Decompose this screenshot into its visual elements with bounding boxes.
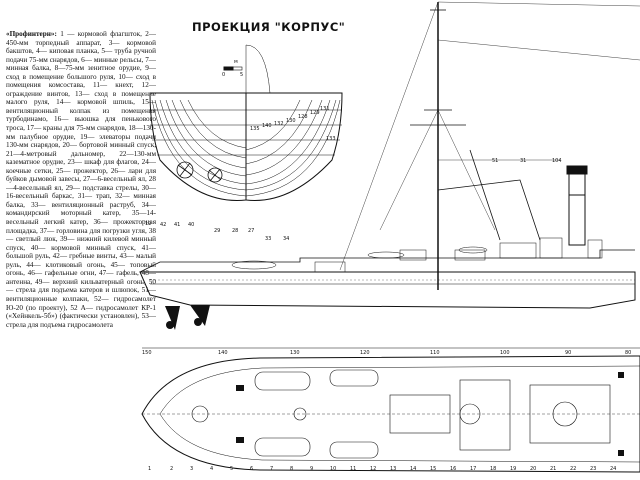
callout: 6: [250, 466, 253, 472]
frame-number: 110: [430, 350, 440, 356]
mast-callouts: 31 104 51: [492, 158, 562, 164]
callout: 17: [470, 466, 476, 472]
drawing-title: ПРОЕКЦИЯ "КОРПУС": [192, 20, 346, 34]
callout: 19: [510, 466, 516, 472]
ship-plan: [141, 355, 640, 473]
callout: 12: [370, 466, 376, 472]
frame-number: 100: [500, 350, 510, 356]
callout: 34: [283, 236, 289, 242]
profile-callouts: 12 42 41 40 29 28 27 33 34: [145, 221, 289, 242]
frame-label: 133: [326, 136, 336, 142]
frame-label: 130: [286, 118, 296, 124]
callout: 104: [552, 158, 562, 164]
body-plan: [149, 44, 343, 201]
callout: 22: [570, 466, 576, 472]
legend-panel: «Профинтерн»: 1 — кормовой флагшток, 2—4…: [6, 30, 156, 478]
callout: 1: [148, 466, 151, 472]
callout: 9: [310, 466, 313, 472]
callout: 42: [160, 222, 166, 228]
ship-profile: [139, 237, 636, 330]
frame-number: 80: [625, 350, 631, 356]
callout: 10: [330, 466, 336, 472]
frame-label: 132: [274, 121, 284, 127]
callout: 14: [410, 466, 416, 472]
scale-zero: 0: [222, 72, 225, 78]
callout: 18: [490, 466, 496, 472]
callout: 7: [270, 466, 273, 472]
callout: 3: [190, 466, 193, 472]
frame-label: 135: [250, 126, 260, 132]
callout: 29: [214, 228, 220, 234]
callout: 20: [530, 466, 536, 472]
plan-callouts: 1 2 3 4 5 6 7 8 9 10 11 12 13 14 15 16 1…: [148, 466, 616, 472]
callout: 11: [350, 466, 356, 472]
callout: 40: [188, 222, 194, 228]
funnel: [566, 165, 588, 246]
callout: 33: [265, 236, 271, 242]
callout: 31: [520, 158, 526, 164]
callout: 51: [492, 158, 498, 164]
scale-bar: [223, 66, 243, 71]
callout: 24: [610, 466, 616, 472]
frame-label: 131: [320, 106, 330, 112]
callout: 23: [590, 466, 596, 472]
frame-scale-labels: 150 140 130 120 110 100 90 80: [142, 350, 631, 356]
scale-unit: м: [234, 59, 238, 65]
legend-text: 1 — кормовой флагшток, 2—450-мм торпедны…: [6, 30, 156, 329]
frame-number: 150: [142, 350, 152, 356]
callout: 12: [145, 221, 151, 227]
callout: 27: [248, 228, 254, 234]
callout: 13: [390, 466, 396, 472]
frame-number: 140: [218, 350, 228, 356]
callout: 28: [232, 228, 238, 234]
callout: 8: [290, 466, 293, 472]
frame-label: 140: [262, 123, 272, 129]
callout: 16: [450, 466, 456, 472]
legend-heading: «Профинтерн»:: [6, 30, 57, 38]
frame-number: 90: [565, 350, 571, 356]
callout: 5: [230, 466, 233, 472]
callout: 41: [174, 222, 180, 228]
scale-five: 5: [240, 72, 243, 78]
callout: 2: [170, 466, 173, 472]
frame-label: 129: [310, 110, 320, 116]
frame-number: 130: [290, 350, 300, 356]
callout: 4: [210, 466, 213, 472]
callout: 15: [430, 466, 436, 472]
callout: 21: [550, 466, 556, 472]
frame-label: 128: [298, 114, 308, 120]
frame-number: 120: [360, 350, 370, 356]
mast: [339, 1, 640, 290]
hull-frame-labels: 135 140 132 130 128 129 131 133: [250, 106, 336, 142]
